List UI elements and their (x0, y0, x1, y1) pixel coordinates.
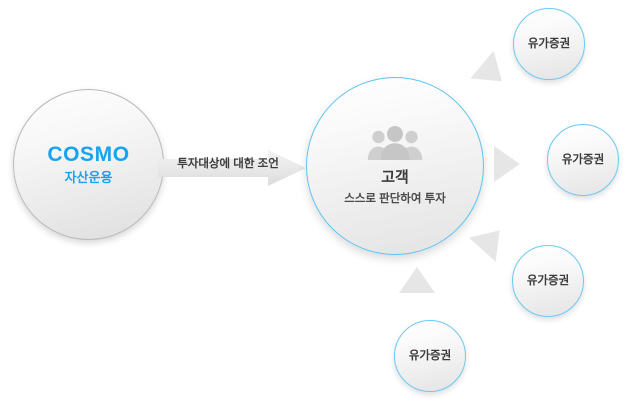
node-securities-1[interactable]: 유가증권 (513, 8, 585, 80)
node-securities-2[interactable]: 유가증권 (547, 124, 619, 196)
customer-subtitle: 스스로 판단하여 투자 (344, 192, 446, 205)
securities-label-3: 유가증권 (526, 274, 570, 287)
cosmo-title: COSMO (47, 143, 130, 167)
securities-label-2: 유가증권 (561, 153, 605, 166)
triangle-arrow-icon-2 (494, 146, 520, 182)
triangle-arrow-icon-3 (468, 218, 514, 262)
right-arrow-banner-icon (158, 150, 306, 186)
node-customer[interactable]: 고객 스스로 판단하여 투자 (306, 77, 484, 255)
people-group-icon (366, 126, 424, 161)
node-securities-3[interactable]: 유가증권 (512, 245, 584, 317)
securities-label-1: 유가증권 (527, 37, 571, 50)
securities-label-4: 유가증권 (408, 349, 452, 362)
customer-title: 고객 (381, 169, 409, 187)
node-cosmo-asset-management[interactable]: COSMO 자산운용 (13, 89, 164, 240)
advice-flow-arrow (158, 150, 306, 186)
cosmo-subtitle: 자산운용 (64, 170, 113, 186)
triangle-arrow-icon-1 (470, 50, 514, 96)
node-securities-4[interactable]: 유가증권 (394, 320, 466, 392)
triangle-arrow-icon-4 (399, 267, 435, 293)
